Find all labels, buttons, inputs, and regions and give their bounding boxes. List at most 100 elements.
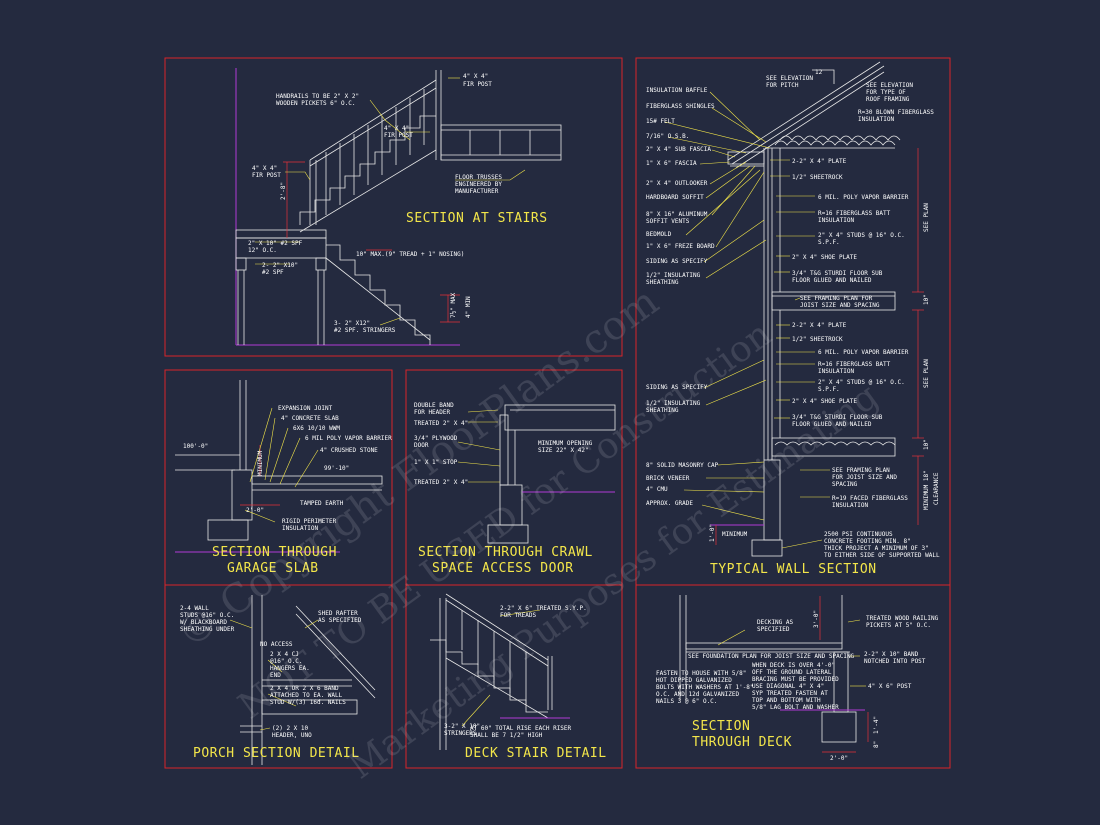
note-trusses-3: MANUFACTURER — [455, 188, 499, 195]
note-railing-1: TREATED WOOD RAILING — [866, 615, 939, 622]
note-treads-1: 2-2" X 6" TREATED S.Y.P. — [500, 605, 587, 612]
wall-right-b-3: R=16 FIBERGLASS BATT — [818, 361, 891, 368]
stairs-section — [235, 68, 562, 346]
title-crawl-2: SPACE ACCESS DOOR — [432, 561, 574, 576]
porch-section — [229, 595, 376, 765]
note-roof-1: SEE ELEVATION — [866, 82, 913, 89]
note-opening-2: SIZE 22" X 42" — [538, 447, 589, 454]
wall-section — [664, 61, 924, 557]
note-fasten-3: BOLTS WITH WASHERS AT 1'-8" — [656, 684, 754, 691]
note-porch-band-2: ATTACHED TO EA. WALL — [270, 692, 343, 699]
dim-deck-8: 8" — [873, 741, 880, 748]
note-porch-header-2: HEADER, UNO — [272, 732, 312, 739]
note-porch-band-1: 2 X 4 OR 2 X 6 BAND — [270, 685, 339, 692]
frame-deckstair — [405, 584, 623, 769]
wall-left-4: 2" X 4" SUB FASCIA — [646, 146, 711, 153]
dim-rise: 7½" MAX — [450, 292, 457, 318]
note-fir-post-b-1: 4" X 4" — [384, 125, 409, 132]
note-brace-6: TOP AND BOTTOM WITH — [752, 697, 821, 704]
wall-left-18: 8" SOLID MASONRY CAP — [646, 462, 719, 469]
note-framing-1: SEE FRAMING PLAN — [832, 467, 890, 474]
title-deckstair: DECK STAIR DETAIL — [465, 746, 607, 761]
wall-right-b-1: 1/2" SHEETROCK — [792, 336, 843, 343]
note-joist-1: 2" X 10" #2 SPF — [248, 240, 303, 247]
garage-section — [175, 380, 383, 553]
wall-right-b-6: S.P.F. — [818, 386, 840, 393]
title-porch: PORCH SECTION DETAIL — [193, 746, 360, 761]
note-riser-2: SHALL BE 7 1/2" HIGH — [470, 732, 543, 739]
wall-right-b-4: INSULATION — [818, 368, 855, 375]
title-deck-2: THROUGH DECK — [692, 735, 792, 750]
dim-clearance-1: MINIMUM 18" — [923, 470, 930, 510]
note-fir-post-b-2: FIR POST — [384, 132, 413, 139]
note-fasten-4: O.C. AND 12d GALVANIZED — [656, 691, 739, 698]
note-ply-1: 3/4" PLYWOOD — [414, 435, 458, 442]
note-cj-4: END — [270, 672, 281, 679]
note-roof-3: ROOF FRAMING — [866, 96, 910, 103]
note-pitch-12: 12 — [815, 69, 823, 76]
note-brace-2: OFF THE GROUND LATERAL — [752, 669, 832, 676]
dim-see-plan-b: SEE PLAN — [923, 359, 930, 388]
note-riser-1: AT 60" TOTAL RISE EACH RISER — [470, 725, 572, 732]
note-wall-joist-1: SEE FRAMING PLAN FOR — [800, 295, 873, 302]
note-brace-3: BRACING MUST BE PROVIDED — [752, 676, 839, 683]
deck-stair-section — [430, 593, 570, 750]
note-r19-2: INSULATION — [832, 502, 869, 509]
note-pitch-1: SEE ELEVATION — [766, 75, 813, 82]
wall-right-b-0: 2-2" X 4" PLATE — [792, 322, 847, 329]
crawl-section — [457, 404, 616, 544]
frame-stairs — [164, 57, 623, 357]
wall-right-b-2: 6 MIL. POLY VAPOR BARRIER — [818, 349, 909, 356]
note-deck-band-1: 2-2" X 10" BAND — [864, 651, 919, 658]
note-deck-band-2: NOTCHED INTO POST — [864, 658, 926, 665]
note-fir-post-c-1: 4" X 4" — [252, 165, 277, 172]
note-ply-2: DOOR — [414, 442, 429, 449]
wall-left-6: 2" X 4" OUTLOOKER — [646, 180, 708, 187]
note-porch-wall-4: SHEATHING UNDER — [180, 626, 235, 633]
note-rigid-2: INSULATION — [282, 525, 319, 532]
title-deck-1: SECTION — [692, 719, 750, 734]
note-cj-1: 2 X 4 CJ — [270, 651, 299, 658]
note-handrails-1: HANDRAILS TO BE 2" X 2" — [276, 93, 359, 100]
note-fasten-1: FASTEN TO HOUSE WITH 5/8" — [656, 670, 746, 677]
wall-left-17: SHEATHING — [646, 407, 679, 414]
note-fir-post-a-1: 4" X 4" — [463, 73, 488, 80]
note-deckstair-stringers-2: STRINGERS — [444, 730, 477, 737]
note-decking-1: DECKING AS — [757, 619, 794, 626]
note-footing-3: THICK PROJECT A MINIMUM OF 3" — [824, 545, 929, 552]
title-wall: TYPICAL WALL SECTION — [710, 562, 877, 577]
wall-left-19: BRICK VENEER — [646, 475, 690, 482]
note-stop: 1" X 1" STOP — [414, 459, 458, 466]
wall-left-12: SIDING AS SPECIFY — [646, 258, 708, 265]
title-garage-2: GARAGE SLAB — [227, 561, 319, 576]
note-footing-4: TO EITHER SIDE OF SUPPORTED WALL — [824, 552, 940, 559]
note-trusses-1: FLOOR TRUSSES — [455, 174, 502, 181]
wall-right-a-5: 2" X 4" STUDS @ 16" O.C. — [818, 232, 905, 239]
note-cj-2: @16" O.C. — [270, 658, 303, 665]
note-shed-1: SHED RAFTER — [318, 610, 358, 617]
dim-min: 4" MIN — [465, 296, 472, 318]
wall-right-b-8: 3/4" T&G STURDI FLOOR SUB — [792, 414, 883, 421]
note-porch-wall-3: W/ BLACKBOARD — [180, 619, 227, 626]
note-pitch-2: FOR PITCH — [766, 82, 799, 89]
dim-deck-3-0: 3'-0" — [813, 610, 820, 628]
note-stone: 4" CRUSHED STONE — [320, 447, 378, 454]
wall-left-15: SIDING AS SPECIFY — [646, 384, 708, 391]
note-earth: TAMPED EARTH — [300, 500, 344, 507]
wall-right-a-4: INSULATION — [818, 217, 855, 224]
wall-left-7: HARDBOARD SOFFIT — [646, 194, 704, 201]
dim-wall-minimum: MINIMUM — [722, 531, 748, 538]
note-brace-1: WHEN DECK IS OVER 4'-0" — [752, 662, 835, 669]
dim-see-plan-a: SEE PLAN — [923, 203, 930, 232]
note-beam-2: #2 SPF — [262, 269, 284, 276]
note-deck-post: 4" X 6" POST — [868, 683, 912, 690]
wall-left-9: SOFFIT VENTS — [646, 218, 690, 225]
note-framing-3: SPACING — [832, 481, 858, 488]
note-cj-3: HANGERS EA. — [270, 665, 310, 672]
wall-left-5: 1" X 6" FASCIA — [646, 160, 697, 167]
note-fir-post-c-2: FIR POST — [252, 172, 281, 179]
dim-deck-2-0: 2'-0" — [830, 755, 848, 762]
note-fir-post-a-2: FIR POST — [463, 81, 492, 88]
note-beam-1: 2- 2" X10" — [262, 262, 298, 269]
